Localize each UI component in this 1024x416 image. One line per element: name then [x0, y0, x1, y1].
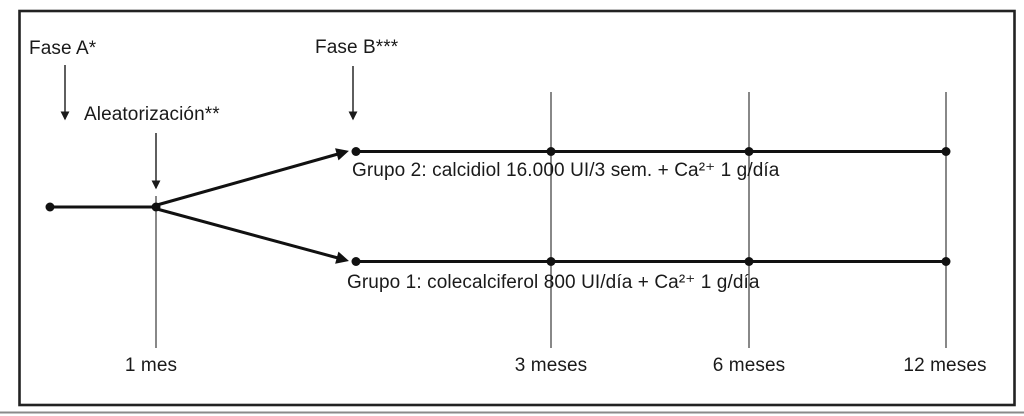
start-dot — [45, 202, 55, 212]
milestone-label-12-meses: 12 meses — [903, 355, 987, 376]
group2-3m-dot — [546, 147, 556, 156]
group1-3m-dot — [546, 257, 556, 266]
group1-start-dot — [351, 257, 361, 266]
phase-b-label: Fase B*** — [315, 37, 399, 58]
milestone-label-1-mes: 1 mes — [124, 355, 178, 376]
diagram-frame — [18, 9, 1016, 407]
group1-12m-dot — [941, 257, 951, 266]
group1-label: Grupo 1: colecalciferol 800 UI/día + Ca²… — [347, 272, 760, 293]
group1-6m-dot — [744, 257, 754, 266]
branch-to-group1 — [156, 207, 349, 264]
group2-6m-dot — [744, 147, 754, 156]
randomization-label: Aleatorización** — [84, 104, 220, 125]
group2-start-dot — [351, 147, 361, 156]
milestone-label-6-meses: 6 meses — [712, 355, 786, 376]
timeline-lines — [50, 148, 946, 264]
group2-12m-dot — [941, 147, 951, 156]
milestone-label-3-meses: 3 meses — [514, 355, 588, 376]
phase-a-label: Fase A* — [29, 38, 97, 59]
branch-to-group2 — [156, 148, 349, 207]
milestone-tick-lines — [155, 92, 947, 348]
group2-label: Grupo 2: calcidiol 16.000 UI/3 sem. + Ca… — [352, 160, 780, 181]
randomization-dot — [151, 202, 161, 212]
timeline-node-dots — [45, 147, 951, 266]
